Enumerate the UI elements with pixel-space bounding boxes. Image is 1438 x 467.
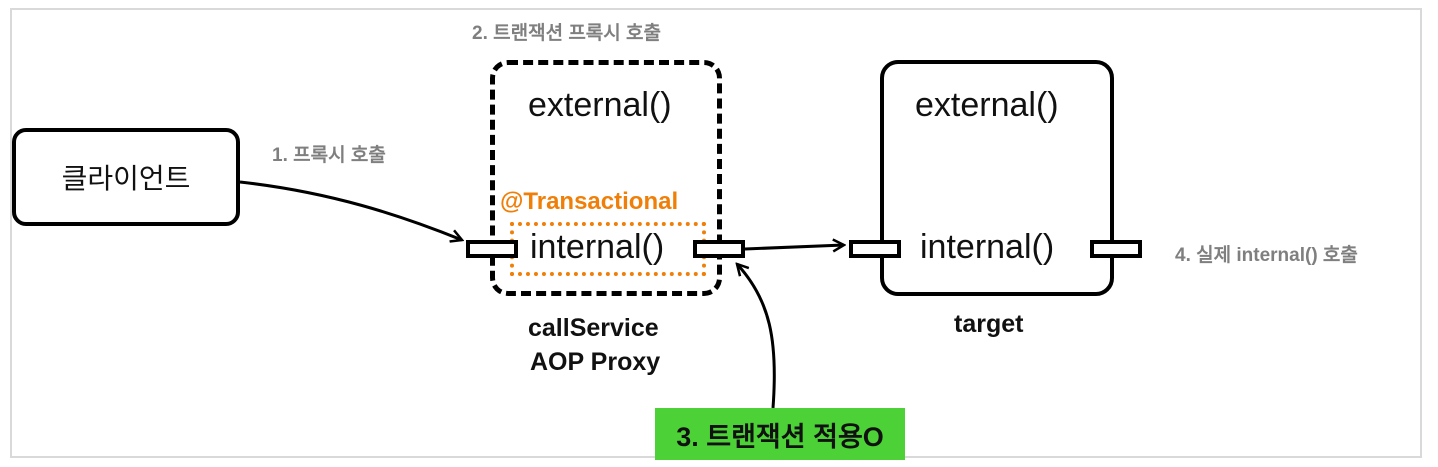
step-3-label: 3. 트랜잭션 적용O — [676, 421, 884, 452]
step-4-label: 4. 실제 internal() 호출 — [1175, 245, 1358, 266]
step-3-transaction-applied-badge: 3. 트랜잭션 적용O — [655, 408, 905, 460]
target-external-method: external() — [915, 86, 1059, 124]
proxy-right-port — [693, 240, 745, 258]
arrow-tx-apply — [737, 264, 776, 409]
target-box — [880, 60, 1114, 296]
target-internal-method: internal() — [920, 228, 1055, 266]
diagram-canvas — [10, 8, 1422, 458]
proxy-box — [490, 60, 722, 296]
arrow-client-to-proxy — [239, 180, 462, 240]
proxy-name-line2: AOP Proxy — [530, 348, 661, 376]
target-right-port — [1090, 240, 1142, 258]
target-left-port — [849, 240, 901, 258]
step-1-label: 1. 프록시 호출 — [272, 145, 386, 166]
target-name: target — [954, 310, 1024, 338]
arrow-proxy-to-target — [744, 245, 844, 249]
client-label: 클라이언트 — [61, 163, 191, 194]
transactional-annotation: @Transactional — [500, 188, 679, 215]
step-2-label: 2. 트랜잭션 프록시 호출 — [472, 23, 662, 44]
proxy-name-line1: callService — [528, 314, 659, 342]
proxy-external-method: external() — [528, 86, 672, 124]
proxy-left-port — [466, 240, 518, 258]
proxy-internal-method: internal() — [530, 228, 665, 266]
client-box: 클라이언트 — [12, 128, 240, 226]
